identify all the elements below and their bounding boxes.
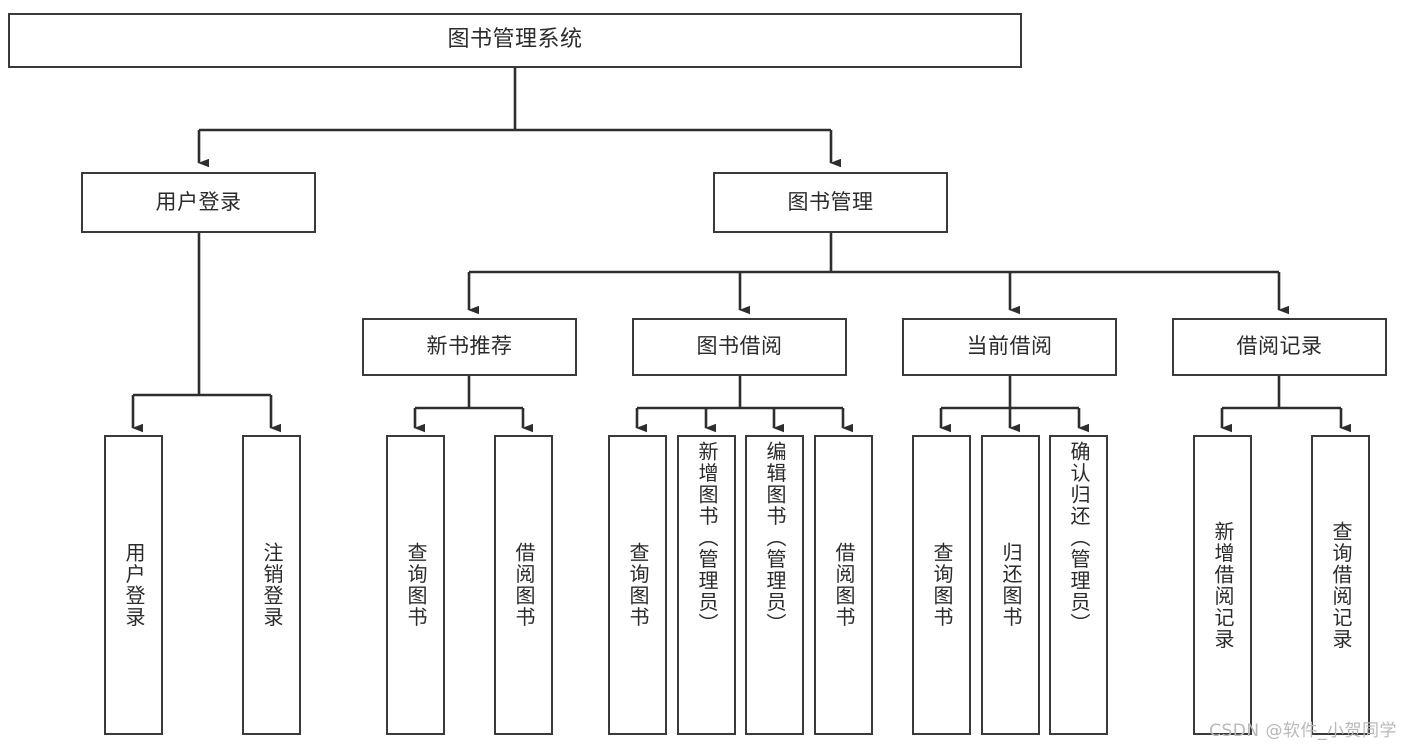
- leaf-book-borrow-borrow-book[interactable]: 借阅图书: [814, 435, 873, 735]
- node-label: 图书借阅: [696, 334, 783, 359]
- node-root-book-management-system[interactable]: 图书管理系统: [8, 13, 1022, 68]
- node-label: 新书推荐: [426, 334, 513, 359]
- leaf-book-borrow-query-book[interactable]: 查询图书: [608, 435, 667, 735]
- node-label: 当前借阅: [966, 334, 1053, 359]
- leaf-label: 新增借阅记录: [1211, 520, 1235, 650]
- leaf-label: 注销登录: [260, 542, 284, 628]
- csdn-watermark: CSDN @软件_小贺同学: [1209, 721, 1397, 741]
- node-label: 用户登录: [155, 189, 242, 214]
- leaf-user-login-logout[interactable]: 注销登录: [242, 435, 301, 735]
- leaf-label: 用户登录: [122, 542, 146, 628]
- leaf-label: 新增图书（管理员）: [695, 441, 719, 635]
- leaf-user-login-login[interactable]: 用户登录: [104, 435, 163, 735]
- leaf-label: 查询图书: [930, 542, 954, 628]
- node-label: 借阅记录: [1236, 334, 1323, 359]
- node-book-management[interactable]: 图书管理: [713, 172, 948, 233]
- leaf-label: 借阅图书: [512, 542, 536, 628]
- leaf-new-book-borrow-book[interactable]: 借阅图书: [494, 435, 553, 735]
- leaf-borrow-record-query-record[interactable]: 查询借阅记录: [1311, 435, 1370, 735]
- node-label: 图书管理: [787, 189, 874, 214]
- node-current-borrow[interactable]: 当前借阅: [902, 318, 1117, 376]
- leaf-label: 编辑图书（管理员）: [763, 441, 787, 635]
- node-user-login[interactable]: 用户登录: [81, 172, 316, 233]
- node-borrow-record[interactable]: 借阅记录: [1172, 318, 1387, 376]
- leaf-borrow-record-add-record[interactable]: 新增借阅记录: [1193, 435, 1252, 735]
- leaf-label: 查询图书: [404, 542, 428, 628]
- leaf-label: 查询图书: [626, 542, 650, 628]
- leaf-current-borrow-return-book[interactable]: 归还图书: [981, 435, 1040, 735]
- node-book-borrow[interactable]: 图书借阅: [632, 318, 847, 376]
- leaf-current-borrow-confirm-return-admin[interactable]: 确认归还（管理员）: [1049, 435, 1108, 735]
- node-new-book-recommend[interactable]: 新书推荐: [362, 318, 577, 376]
- leaf-book-borrow-add-book-admin[interactable]: 新增图书（管理员）: [677, 435, 736, 735]
- leaf-label: 归还图书: [999, 542, 1023, 628]
- node-label: 图书管理系统: [447, 27, 583, 53]
- leaf-book-borrow-edit-book-admin[interactable]: 编辑图书（管理员）: [745, 435, 804, 735]
- leaf-label: 借阅图书: [832, 542, 856, 628]
- leaf-current-borrow-query-book[interactable]: 查询图书: [912, 435, 971, 735]
- leaf-label: 确认归还（管理员）: [1067, 441, 1091, 635]
- leaf-label: 查询借阅记录: [1329, 520, 1353, 650]
- leaf-new-book-query-book[interactable]: 查询图书: [386, 435, 445, 735]
